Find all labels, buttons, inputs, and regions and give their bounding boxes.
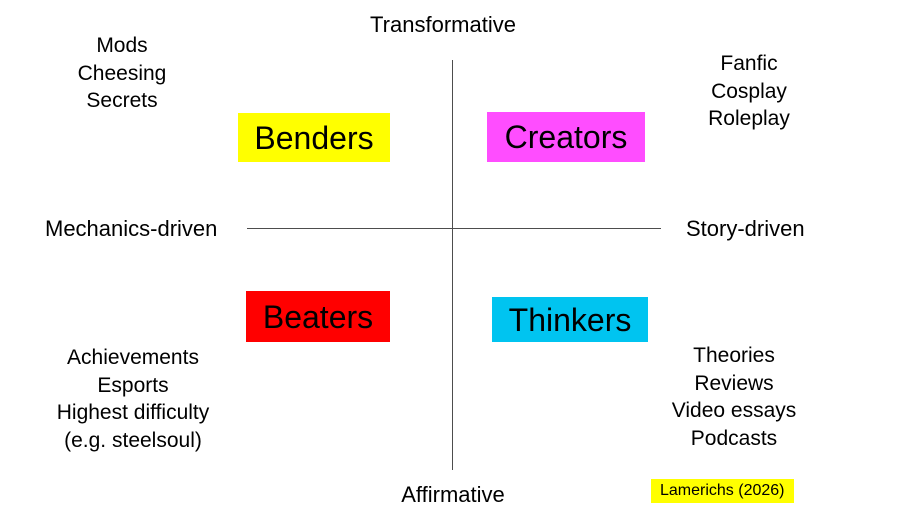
list-item: Highest difficulty bbox=[56, 401, 210, 424]
list-item: Secrets bbox=[86, 89, 158, 112]
list-item: Video essays bbox=[671, 399, 797, 422]
axis-label-story-driven: Story-driven bbox=[686, 216, 805, 241]
list-item: Podcasts bbox=[690, 426, 778, 450]
axis-label-affirmative: Affirmative bbox=[401, 482, 505, 507]
list-item: Achievements bbox=[67, 346, 199, 369]
list-item: Fanfic bbox=[720, 52, 778, 75]
quadrant-label-benders: Benders bbox=[238, 113, 390, 162]
list-item: Esports bbox=[97, 373, 169, 397]
list-item: Reviews bbox=[694, 371, 774, 395]
list-item: Cosplay bbox=[711, 79, 787, 103]
citation-label: Lamerichs (2026) bbox=[651, 479, 794, 503]
horizontal-axis-line bbox=[247, 228, 661, 229]
quadrant-label-thinkers: Thinkers bbox=[492, 297, 648, 342]
axis-label-mechanics-driven: Mechanics-driven bbox=[45, 216, 218, 241]
list-item: Mods bbox=[96, 34, 148, 57]
axis-label-transformative: Transformative bbox=[370, 12, 516, 37]
example-list-thinkers: Theories Reviews Video essays Podcasts bbox=[634, 342, 834, 452]
list-item: (e.g. steelsoul) bbox=[64, 428, 202, 452]
quadrant-label-creators: Creators bbox=[487, 112, 645, 162]
example-list-benders: Mods Cheesing Secrets bbox=[22, 32, 222, 115]
example-list-creators: Fanfic Cosplay Roleplay bbox=[649, 50, 849, 133]
list-item: Theories bbox=[693, 344, 775, 367]
example-list-beaters: Achievements Esports Highest difficulty … bbox=[33, 344, 233, 454]
quadrant-label-beaters: Beaters bbox=[246, 291, 390, 342]
vertical-axis-line bbox=[452, 60, 453, 470]
list-item: Cheesing bbox=[77, 61, 167, 85]
list-item: Roleplay bbox=[708, 107, 790, 130]
